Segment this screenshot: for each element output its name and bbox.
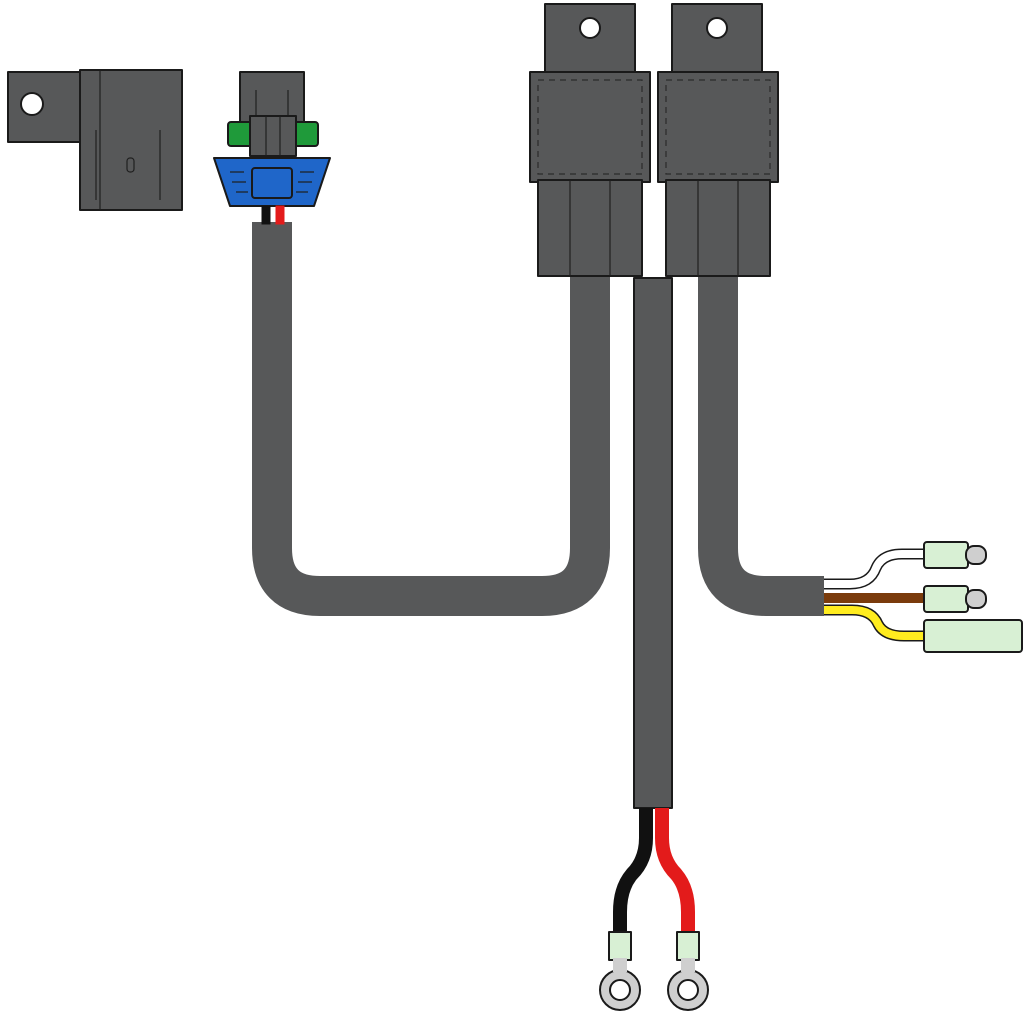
relay-icon <box>657 3 779 277</box>
relay-right <box>657 3 779 277</box>
relay-icon <box>529 3 651 277</box>
harness-loom <box>252 222 824 809</box>
loom-right-curve <box>698 268 824 616</box>
wire-black-power <box>613 808 653 936</box>
bullet-terminal-icon <box>923 585 987 613</box>
loom-center-vertical <box>633 277 673 809</box>
ring-terminal-icon <box>599 931 641 1011</box>
power-lead <box>599 808 709 1011</box>
relay-left <box>529 3 651 277</box>
ring-terminal-icon <box>667 931 709 1011</box>
bullet-terminal-icon <box>923 541 987 569</box>
spade-terminal-icon <box>923 619 1023 653</box>
switch-leads <box>824 541 1023 653</box>
fuse-holder-icon <box>7 69 183 211</box>
wire-red-power <box>655 808 695 936</box>
loom-left-u <box>252 222 610 616</box>
weatherpack-connector-icon <box>213 71 331 225</box>
